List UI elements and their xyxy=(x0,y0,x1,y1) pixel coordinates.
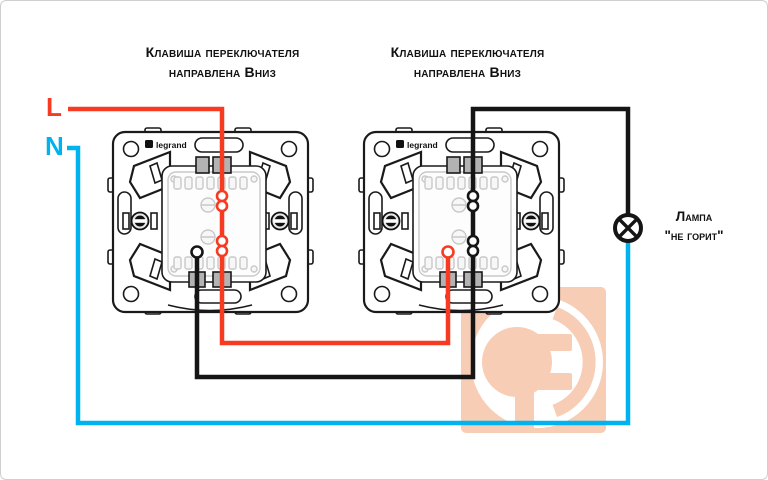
lamp-icon xyxy=(613,213,643,243)
lamp-label-line1: Лампа xyxy=(675,209,713,224)
switch-mechanism-1 xyxy=(106,126,315,316)
switch1-caption-line1: Клавиша переключателя xyxy=(145,44,300,60)
switch1-caption: Клавиша переключателя направлена Вниз xyxy=(110,42,335,82)
lamp-label: Лампа "не горит" xyxy=(634,207,754,245)
switch2-caption: Клавиша переключателя направлена Вниз xyxy=(355,42,580,82)
switch-mechanism-2 xyxy=(357,126,566,316)
switch2-contact-points xyxy=(441,189,480,259)
line-terminal-label: L xyxy=(46,92,62,122)
neutral-wire-cyan xyxy=(67,145,631,426)
switch1-caption-line2: направлена Вниз xyxy=(168,64,277,80)
switch1-contact-points xyxy=(190,189,229,259)
switch2-caption-line1: Клавиша переключателя xyxy=(390,44,545,60)
neutral-terminal-label: N xyxy=(45,131,64,161)
lamp-label-line2: "не горит" xyxy=(664,228,724,243)
switch2-caption-line2: направлена Вниз xyxy=(413,64,522,80)
watermark-plug-logo xyxy=(461,287,606,433)
line-wire-red xyxy=(68,106,451,346)
